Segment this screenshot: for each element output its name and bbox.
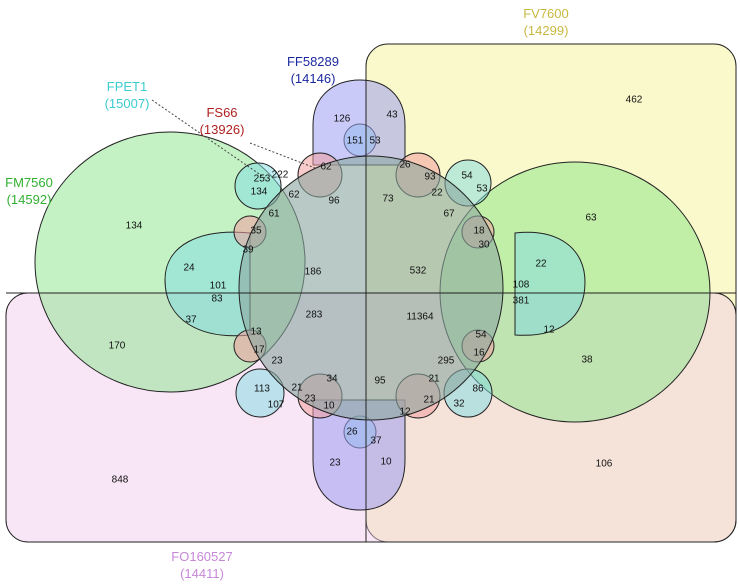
region-count: 10 — [380, 457, 392, 468]
set-count-fs: (13926) — [200, 122, 245, 137]
region-count: 62 — [288, 190, 300, 201]
region-count: 61 — [268, 209, 280, 220]
region-count: 101 — [210, 281, 227, 292]
region-count: 62 — [320, 162, 332, 173]
region-count: 26 — [399, 160, 411, 171]
region-count: 532 — [410, 266, 427, 277]
region-count: 67 — [443, 209, 455, 220]
region-count: 24 — [183, 263, 195, 274]
region-count: 23 — [304, 394, 316, 405]
set-label-fo: FO160527 — [171, 549, 232, 564]
set-count-ff: (14146) — [291, 71, 336, 86]
region-count: 21 — [428, 374, 440, 385]
region-count: 54 — [461, 171, 473, 182]
region-count: 170 — [109, 341, 126, 352]
region-count: 16 — [473, 348, 485, 359]
region-count: 186 — [305, 267, 322, 278]
region-counts: 462 63 38 106 848 170 134 126 43 151 53 … — [109, 95, 643, 486]
region-count: 53 — [369, 136, 381, 147]
set-label-fpet: FPET1 — [107, 79, 147, 94]
region-count: 23 — [271, 356, 283, 367]
region-count: 222 — [272, 170, 289, 181]
set-count-fo: (14411) — [180, 566, 224, 581]
set-label-fm: FM7560 — [5, 175, 53, 190]
region-count: 34 — [326, 374, 338, 385]
region-count: 93 — [424, 172, 436, 183]
region-count: 23 — [329, 458, 341, 469]
region-count: 54 — [475, 330, 487, 341]
set-count-fpet: (15007) — [105, 96, 150, 111]
region-count: 126 — [334, 114, 351, 125]
region-count: 96 — [328, 196, 340, 207]
region-count: 462 — [626, 95, 643, 106]
region-count: 43 — [386, 110, 398, 121]
region-count: 32 — [453, 399, 465, 410]
region-count: 106 — [596, 459, 613, 470]
region-count: 107 — [268, 400, 285, 411]
region-count: 295 — [438, 356, 455, 367]
region-count: 113 — [254, 384, 270, 395]
region-count: 22 — [535, 259, 547, 270]
region-count: 37 — [370, 436, 382, 447]
region-count: 21 — [291, 383, 303, 394]
region-count: 18 — [473, 226, 485, 237]
region-count: 21 — [423, 395, 435, 406]
region-count: 26 — [346, 427, 358, 438]
region-count: 38 — [581, 355, 593, 366]
region-count: 53 — [476, 184, 488, 195]
region-count: 63 — [585, 213, 597, 224]
region-count: 151 — [347, 136, 364, 147]
set-label-ff: FF58289 — [287, 54, 339, 69]
region-count: 283 — [306, 310, 323, 321]
region-count: 12 — [543, 325, 555, 336]
region-count: 134 — [126, 221, 143, 232]
set-count-fm: (14592) — [7, 192, 52, 207]
region-count: 17 — [253, 345, 265, 356]
region-count: 134 — [251, 187, 268, 198]
set-fpet-shape — [164, 123, 586, 449]
region-count: 11364 — [406, 312, 434, 323]
region-count: 381 — [513, 296, 530, 307]
fpet-leader-line — [151, 99, 266, 179]
set-label-fs: FS66 — [206, 105, 237, 120]
region-count: 12 — [399, 407, 411, 418]
core-intersection — [238, 155, 504, 421]
set-label-fv: FV7600 — [523, 6, 569, 21]
region-count: 39 — [242, 245, 254, 256]
region-count: 13 — [250, 327, 262, 338]
region-count: 37 — [185, 315, 197, 326]
region-count: 108 — [513, 280, 530, 291]
set-count-fv: (14299) — [524, 23, 569, 38]
region-count: 95 — [374, 376, 386, 387]
region-count: 83 — [211, 294, 223, 305]
region-count: 30 — [478, 240, 490, 251]
set-ff-shape — [312, 79, 406, 511]
region-count: 10 — [323, 401, 335, 412]
region-count: 73 — [382, 194, 394, 205]
region-count: 848 — [112, 475, 129, 486]
region-count: 35 — [250, 226, 262, 237]
region-count: 86 — [472, 384, 484, 395]
region-count: 22 — [431, 188, 443, 199]
region-count: 253 — [254, 174, 271, 185]
